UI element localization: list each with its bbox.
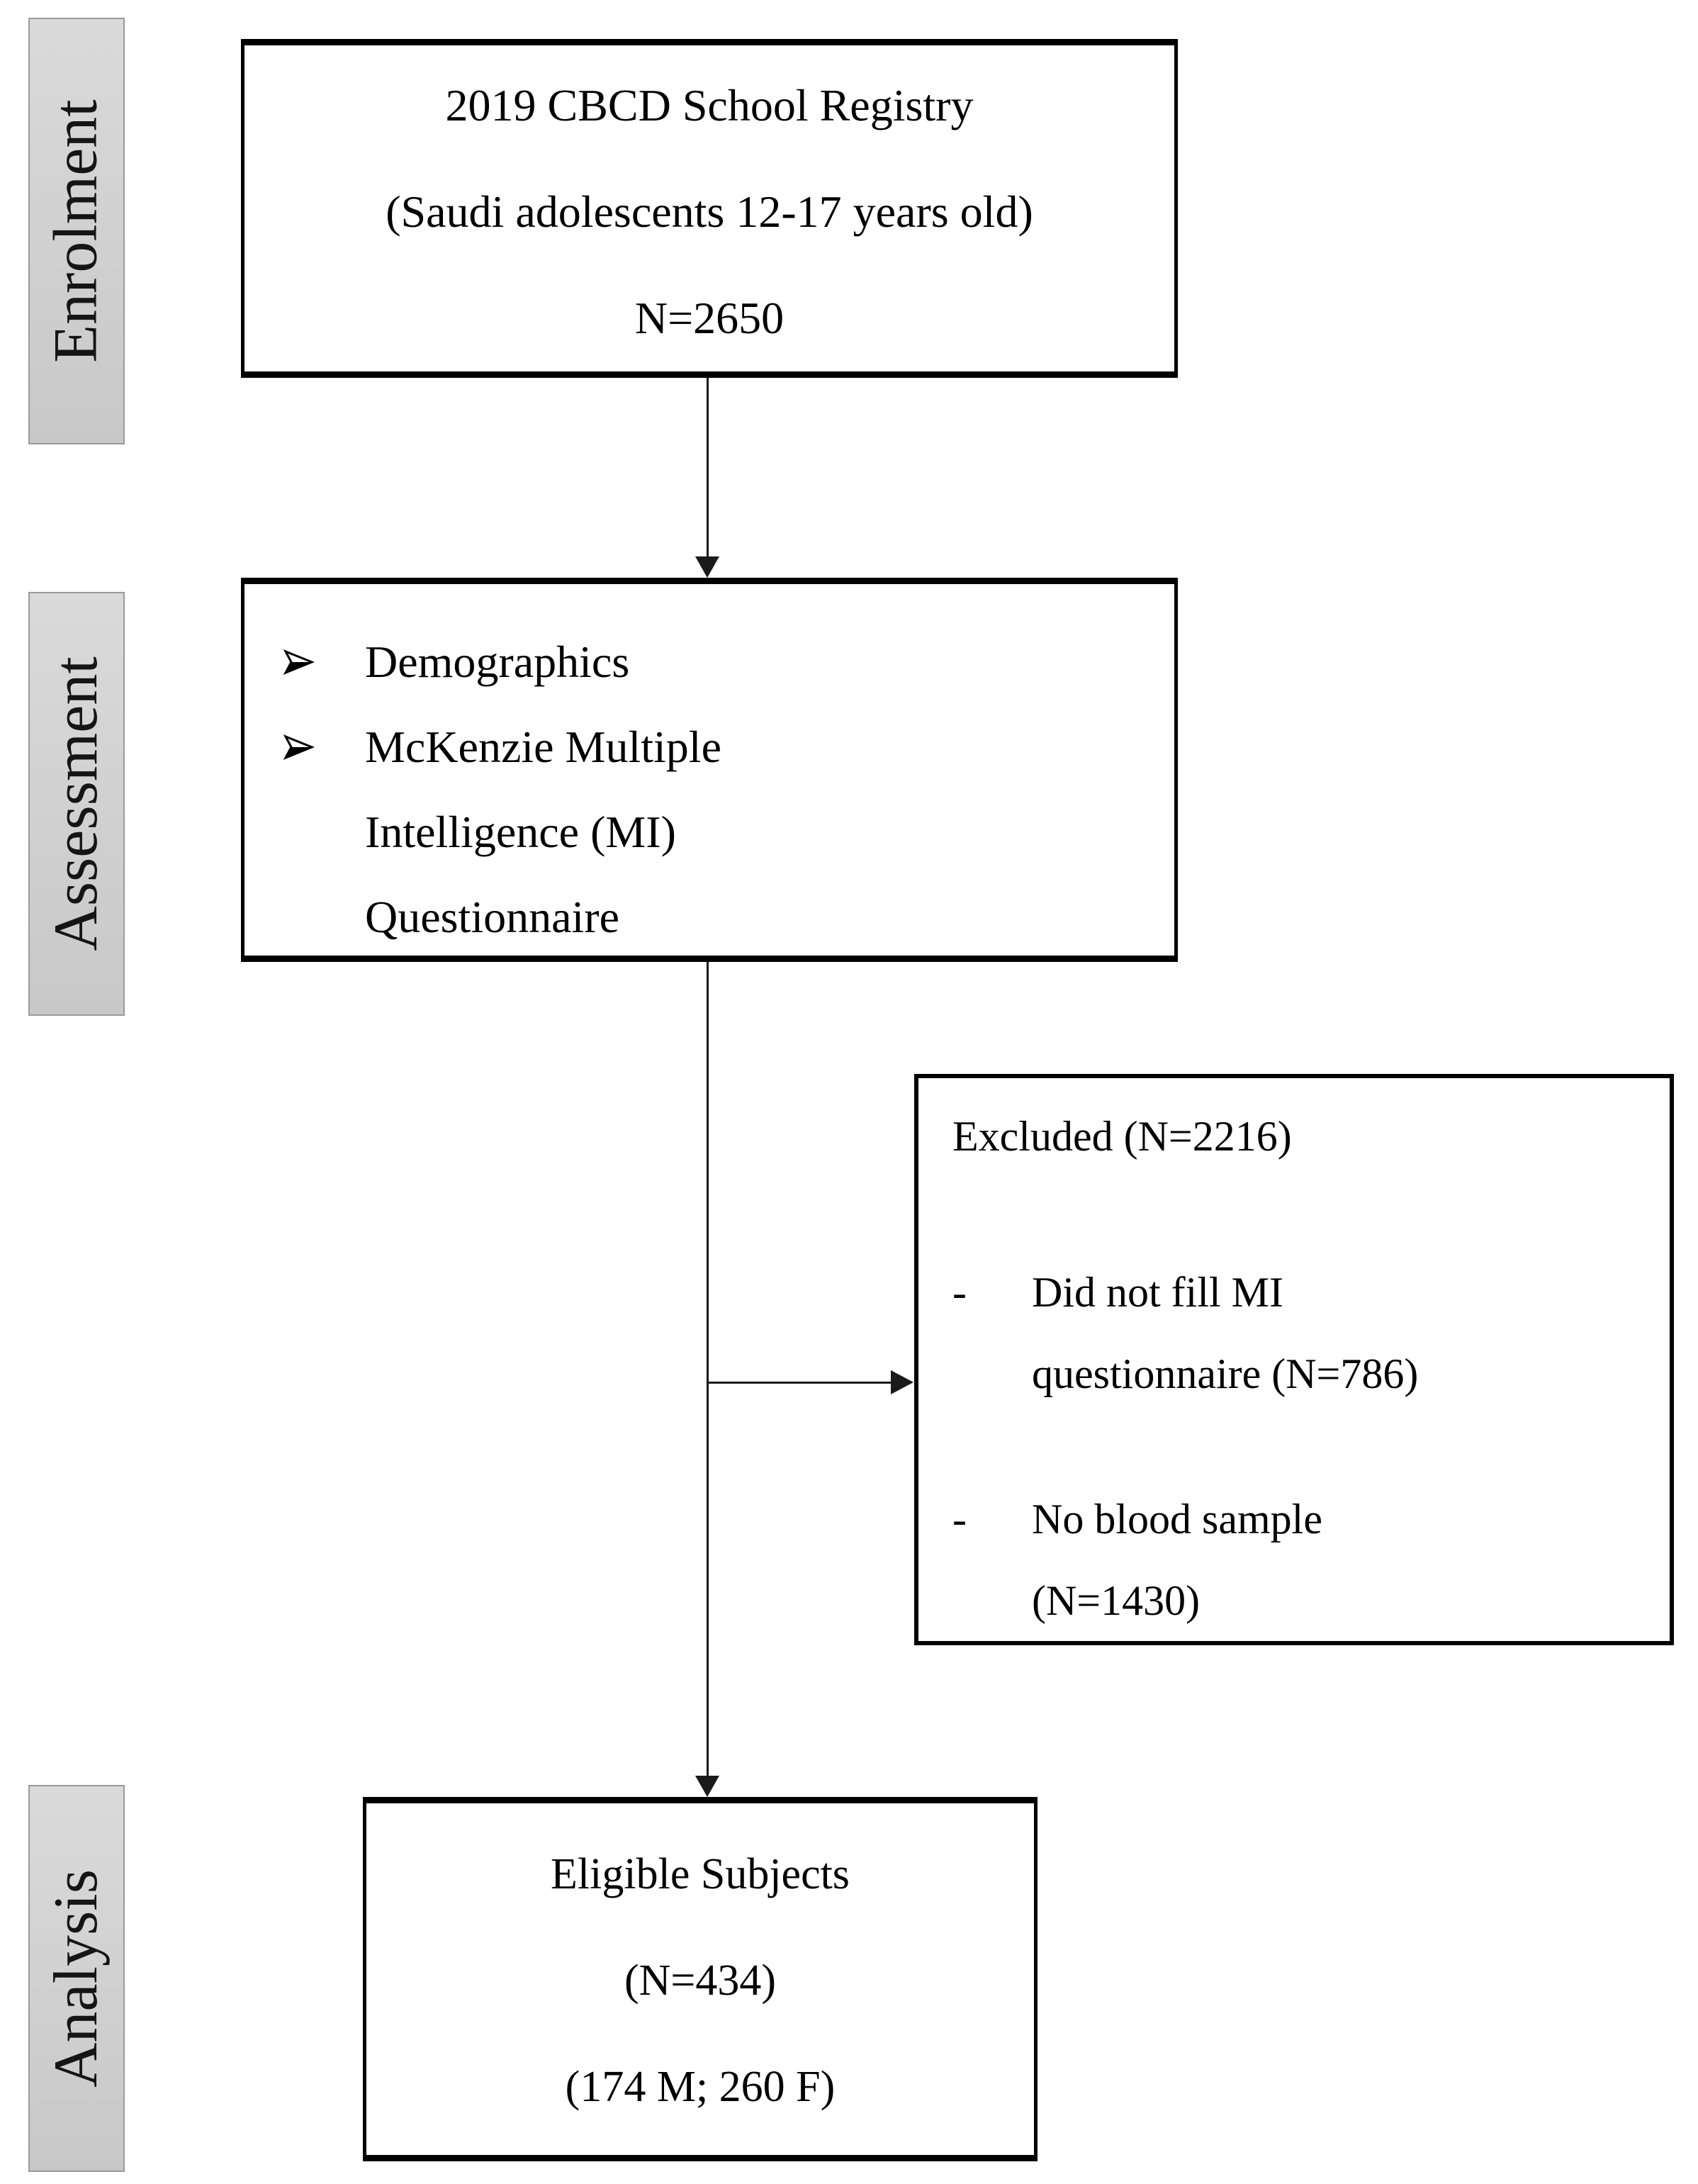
assessment-item-text: Demographics	[365, 637, 630, 687]
stage-label-enrolment: Enrolment	[42, 99, 111, 363]
eligible-line-3: (174 M; 260 F)	[565, 2063, 836, 2111]
excluded-title: Excluded (N=2216)	[952, 1113, 1292, 1160]
excluded-item-text: questionnaire (N=786)	[1032, 1350, 1419, 1397]
dash-marker: -	[952, 1496, 967, 1542]
arrow-right-icon	[891, 1370, 913, 1394]
registry-box: 2019 CBCD School Registry (Saudi adolesc…	[241, 39, 1178, 378]
registry-line-3: N=2650	[634, 293, 785, 343]
registry-line-1: 2019 CBCD School Registry	[445, 80, 974, 130]
excluded-item-text: (N=1430)	[1032, 1577, 1201, 1624]
arrow-down-icon	[695, 556, 719, 578]
assessment-item-mi-questionnaire: McKenzie Multiple Intelligence (MI) Ques…	[283, 705, 1153, 960]
excluded-box: Excluded (N=2216) - Did not fill MI ques…	[914, 1074, 1674, 1645]
assessment-item-text: McKenzie Multiple	[365, 722, 721, 772]
excluded-item-text: No blood sample	[1032, 1496, 1322, 1542]
excluded-item-text: Did not fill MI	[1032, 1269, 1283, 1316]
eligible-box: Eligible Subjects (N=434) (174 M; 260 F)	[363, 1797, 1038, 2161]
assessment-box: Demographics McKenzie Multiple Intellige…	[241, 578, 1178, 962]
registry-line-2: (Saudi adolescents 12-17 years old)	[386, 186, 1033, 237]
arrowhead-bullet-icon	[283, 705, 365, 790]
eligible-line-2: (N=434)	[624, 1956, 777, 2005]
stage-label-assessment: Assessment	[42, 656, 111, 951]
stage-bar-assessment: Assessment	[28, 592, 125, 1016]
stage-label-analysis: Analysis	[42, 1869, 111, 2088]
arrow-branch-to-excluded-line	[708, 1382, 891, 1384]
arrow-registry-to-assessment-line	[707, 378, 709, 556]
eligible-line-1: Eligible Subjects	[551, 1850, 850, 1898]
assessment-item-text: Questionnaire	[365, 892, 619, 942]
stage-bar-enrolment: Enrolment	[28, 18, 125, 444]
stage-bar-analysis: Analysis	[28, 1785, 125, 2172]
arrow-assessment-to-eligible-line	[707, 962, 709, 1776]
dash-marker: -	[952, 1269, 967, 1316]
assessment-item-text: Intelligence (MI)	[365, 807, 676, 857]
excluded-item-no-blood: - No blood sample (N=1430)	[952, 1479, 1652, 1642]
assessment-item-demographics: Demographics	[283, 620, 1153, 705]
arrowhead-bullet-icon	[283, 620, 365, 705]
excluded-item-no-mi: - Did not fill MI questionnaire (N=786)	[952, 1252, 1652, 1415]
arrow-down-icon	[695, 1776, 719, 1797]
